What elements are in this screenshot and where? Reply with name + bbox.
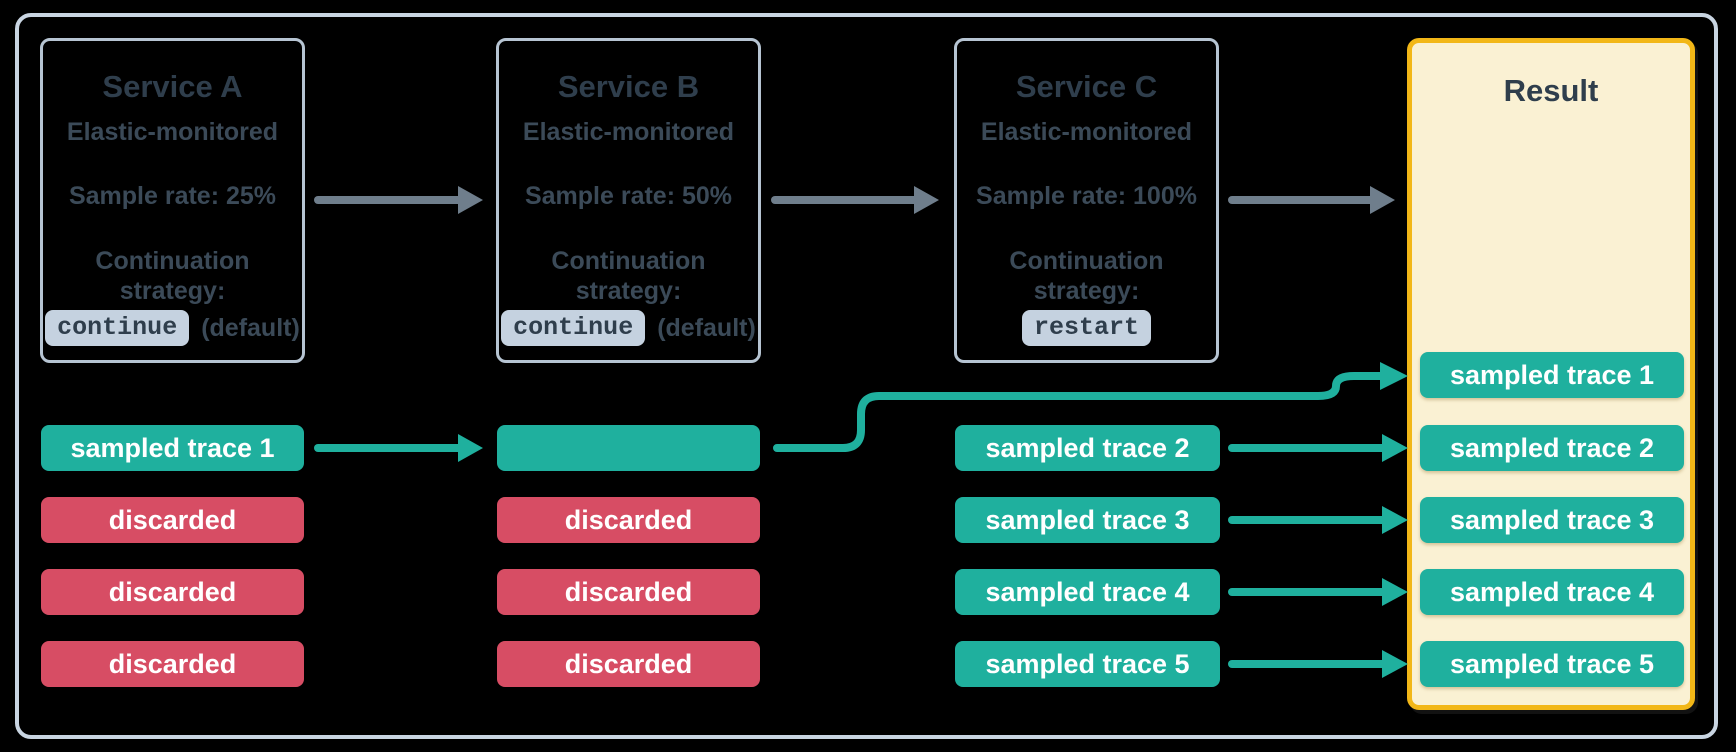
trace-pill-a-sampled-1: sampled trace 1: [41, 425, 304, 471]
trace-pill-b-discarded-1: discarded: [497, 497, 760, 543]
diagram-outer-frame: [15, 13, 1718, 739]
strategy-line2: strategy:: [119, 277, 226, 305]
strategy-code-chip: restart: [1021, 310, 1152, 346]
result-pill-sampled-2: sampled trace 2: [1420, 425, 1684, 471]
service-c-strategy-value: restart: [1021, 310, 1152, 346]
service-b-box: Service B Elastic-monitored Sample rate:…: [496, 38, 761, 363]
service-a-sample-rate: Sample rate: 25%: [68, 182, 277, 210]
trace-pill-c-sampled-3: sampled trace 3: [955, 497, 1220, 543]
service-a-subtitle: Elastic-monitored: [66, 118, 279, 146]
strategy-line2: strategy:: [575, 277, 682, 305]
result-pill-sampled-1: sampled trace 1: [1420, 352, 1684, 398]
strategy-line1: Continuation: [1009, 247, 1164, 275]
trace-pill-c-sampled-4: sampled trace 4: [955, 569, 1220, 615]
trace-pill-a-discarded-1: discarded: [41, 497, 304, 543]
service-b-strategy-label: Continuation strategy:: [551, 246, 705, 306]
service-a-box: Service A Elastic-monitored Sample rate:…: [40, 38, 305, 363]
strategy-code-chip: continue: [501, 310, 646, 346]
service-c-sample-rate: Sample rate: 100%: [976, 182, 1197, 210]
service-c-strategy-label: Continuation strategy:: [1009, 246, 1163, 306]
strategy-default-suffix: (default): [201, 313, 300, 342]
service-c-title: Service C: [1015, 69, 1158, 104]
service-a-strategy-label: Continuation strategy:: [95, 246, 249, 306]
service-a-title: Service A: [102, 69, 243, 104]
strategy-default-suffix: (default): [657, 313, 756, 342]
trace-pill-c-sampled-5: sampled trace 5: [955, 641, 1220, 687]
result-title: Result: [1503, 73, 1599, 108]
trace-pill-b-discarded-3: discarded: [497, 641, 760, 687]
service-c-subtitle: Elastic-monitored: [980, 118, 1193, 146]
result-pill-sampled-4: sampled trace 4: [1420, 569, 1684, 615]
strategy-line1: Continuation: [95, 247, 250, 275]
strategy-line2: strategy:: [1033, 277, 1140, 305]
strategy-code-chip: continue: [45, 310, 190, 346]
trace-pill-b-discarded-2: discarded: [497, 569, 760, 615]
service-b-sample-rate: Sample rate: 50%: [524, 182, 733, 210]
result-pill-sampled-3: sampled trace 3: [1420, 497, 1684, 543]
trace-pill-a-discarded-2: discarded: [41, 569, 304, 615]
trace-pill-b-sampled-unlabeled: [497, 425, 760, 471]
trace-pill-c-sampled-2: sampled trace 2: [955, 425, 1220, 471]
service-a-strategy-value: continue (default): [45, 310, 300, 346]
strategy-line1: Continuation: [551, 247, 706, 275]
service-b-strategy-value: continue (default): [501, 310, 756, 346]
service-c-box: Service C Elastic-monitored Sample rate:…: [954, 38, 1219, 363]
trace-pill-a-discarded-3: discarded: [41, 641, 304, 687]
result-pill-sampled-5: sampled trace 5: [1420, 641, 1684, 687]
service-b-title: Service B: [557, 69, 700, 104]
service-b-subtitle: Elastic-monitored: [522, 118, 735, 146]
